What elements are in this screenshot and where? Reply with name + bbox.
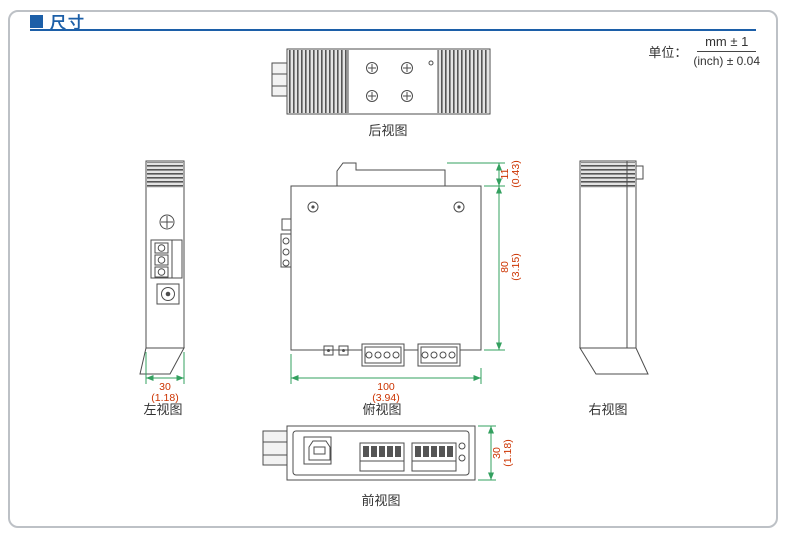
body-depth-mm: 80 xyxy=(499,261,511,273)
top-view-label: 俯视图 xyxy=(362,402,401,417)
rear-heatsink-fins-left xyxy=(288,50,348,113)
left-width-mm: 30 xyxy=(159,381,171,393)
power-jack xyxy=(156,283,180,305)
clip-height-mm: 11 xyxy=(499,168,511,179)
din-clip-tab-right xyxy=(635,165,644,180)
rear-view-drawing xyxy=(271,48,491,115)
left-view-label: 左视图 xyxy=(143,402,182,417)
led-indicators xyxy=(458,442,466,462)
header-bullet-square xyxy=(30,14,43,28)
front-side-tab xyxy=(262,430,288,466)
section-header: 尺寸 xyxy=(30,9,86,33)
page-border xyxy=(8,10,778,528)
front-view-label: 前视图 xyxy=(361,493,400,508)
body-depth-inch: (3.15) xyxy=(510,253,522,280)
rear-heatsink-fins-right xyxy=(438,50,489,113)
usb-b-port xyxy=(303,436,332,465)
front-height-dimension xyxy=(478,425,496,481)
front-view-drawing xyxy=(262,425,476,481)
din-rail-clip xyxy=(336,162,446,186)
left-width-dimension xyxy=(145,352,185,384)
units-mm-tolerance: mm ± 1 xyxy=(697,34,757,52)
left-view-drawing xyxy=(139,160,185,375)
body-width-mm: 100 xyxy=(377,381,395,393)
rear-side-tab xyxy=(271,62,288,97)
clip-height-inch: (0.43) xyxy=(510,160,522,187)
header-rule xyxy=(30,29,756,31)
left-width-inch: (1.18) xyxy=(151,392,178,404)
units-fraction: mm ± 1 (inch) ± 0.04 xyxy=(693,34,760,68)
din-rail-foot-left xyxy=(139,347,185,375)
ground-screw xyxy=(159,214,175,230)
section-title: 尺寸 xyxy=(50,15,87,32)
terminal-blocks-top xyxy=(361,343,461,367)
top-case-screws xyxy=(307,201,465,213)
right-heatsink-fins xyxy=(581,162,635,188)
right-view-drawing xyxy=(579,160,649,375)
rear-mounting-screws xyxy=(366,62,413,102)
side-connectors-top xyxy=(280,218,292,268)
terminal-block-side xyxy=(150,239,183,279)
units-label: 单位： xyxy=(648,44,688,60)
right-view-label: 右视图 xyxy=(588,402,627,417)
body-width-inch: (3.94) xyxy=(372,392,399,404)
din-rail-foot-right xyxy=(579,347,649,375)
units-inch-tolerance: (inch) ± 0.04 xyxy=(693,54,760,68)
bottom-screw-holes xyxy=(323,345,349,356)
rear-view-label: 后视图 xyxy=(368,123,407,138)
top-view-dimensions xyxy=(290,162,505,384)
units-note: 单位： mm ± 1 (inch) ± 0.04 xyxy=(648,34,760,68)
left-heatsink-fins xyxy=(147,162,183,188)
top-view-drawing xyxy=(280,162,482,367)
front-panel xyxy=(292,430,470,476)
front-height-mm: 30 xyxy=(491,447,503,459)
rear-pilot-hole xyxy=(428,60,434,66)
front-height-inch: (1.18) xyxy=(502,439,514,466)
terminal-block-1 xyxy=(359,442,405,472)
terminal-block-2 xyxy=(411,442,457,472)
